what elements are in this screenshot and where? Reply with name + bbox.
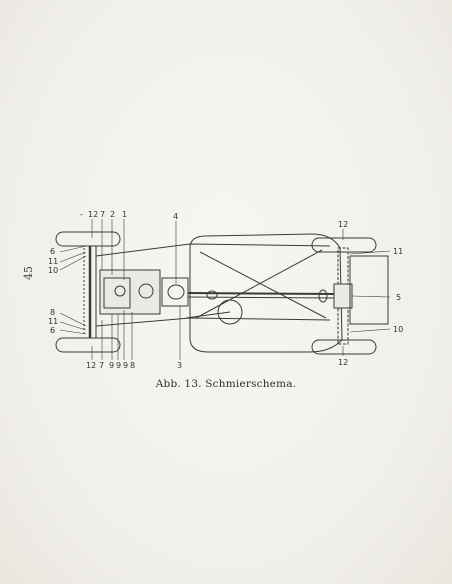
steering-column — [185, 311, 231, 319]
front-right-wheel — [55, 337, 121, 353]
label-3-bottom: 3 — [177, 361, 182, 370]
brace-b — [199, 251, 327, 319]
label-4-top: 4 — [173, 212, 178, 221]
label-9a-bottom: 9 — [109, 361, 114, 370]
label-5-rear: 5 — [396, 293, 401, 302]
label-12-bottom: 12 — [86, 361, 96, 370]
frame-upper-member — [95, 243, 331, 257]
label-6-left: 6 — [50, 247, 55, 256]
differential — [333, 283, 353, 309]
label-12-top: 12 — [88, 210, 98, 219]
label-1-top: 1 — [122, 210, 127, 219]
label-11b-left: 11 — [48, 317, 58, 326]
brace-a — [195, 249, 323, 319]
label-8-bottom: 8 — [130, 361, 135, 370]
label-9b-bottom: 9 — [116, 361, 121, 370]
universal-joint — [206, 290, 218, 300]
label-11-rear: 11 — [393, 247, 403, 256]
clutch-housing — [167, 284, 185, 300]
engine-head — [103, 277, 131, 309]
figure-caption: Abb. 13. Schmierschema. — [155, 378, 297, 390]
frame-lower-member — [95, 317, 331, 327]
gearbox — [161, 277, 189, 307]
propeller-shaft — [187, 292, 337, 295]
fuel-tank — [349, 255, 389, 325]
label-9c-bottom: 9 — [123, 361, 128, 370]
rear-right-wheel — [311, 339, 377, 355]
oil-filler — [114, 285, 126, 297]
label-top-dash: - — [80, 210, 83, 219]
label-10-left: 10 — [48, 266, 58, 275]
crankcase-cover — [138, 283, 154, 299]
rear-left-wheel — [311, 237, 377, 253]
label-6b-left: 6 — [50, 326, 55, 335]
front-left-wheel — [55, 231, 121, 247]
steering-wheel — [217, 299, 243, 325]
label-8-left: 8 — [50, 308, 55, 317]
label-2-top: 2 — [110, 210, 115, 219]
label-12-rear-top: 12 — [338, 220, 348, 229]
label-12-rear-bottom: 12 — [338, 358, 348, 367]
label-11-left: 11 — [48, 257, 58, 266]
label-10-rear: 10 — [393, 325, 403, 334]
label-7-top: 7 — [100, 210, 105, 219]
shaft-bearing — [318, 289, 328, 303]
label-7-bottom: 7 — [99, 361, 104, 370]
propeller-shaft-edge — [187, 296, 337, 299]
